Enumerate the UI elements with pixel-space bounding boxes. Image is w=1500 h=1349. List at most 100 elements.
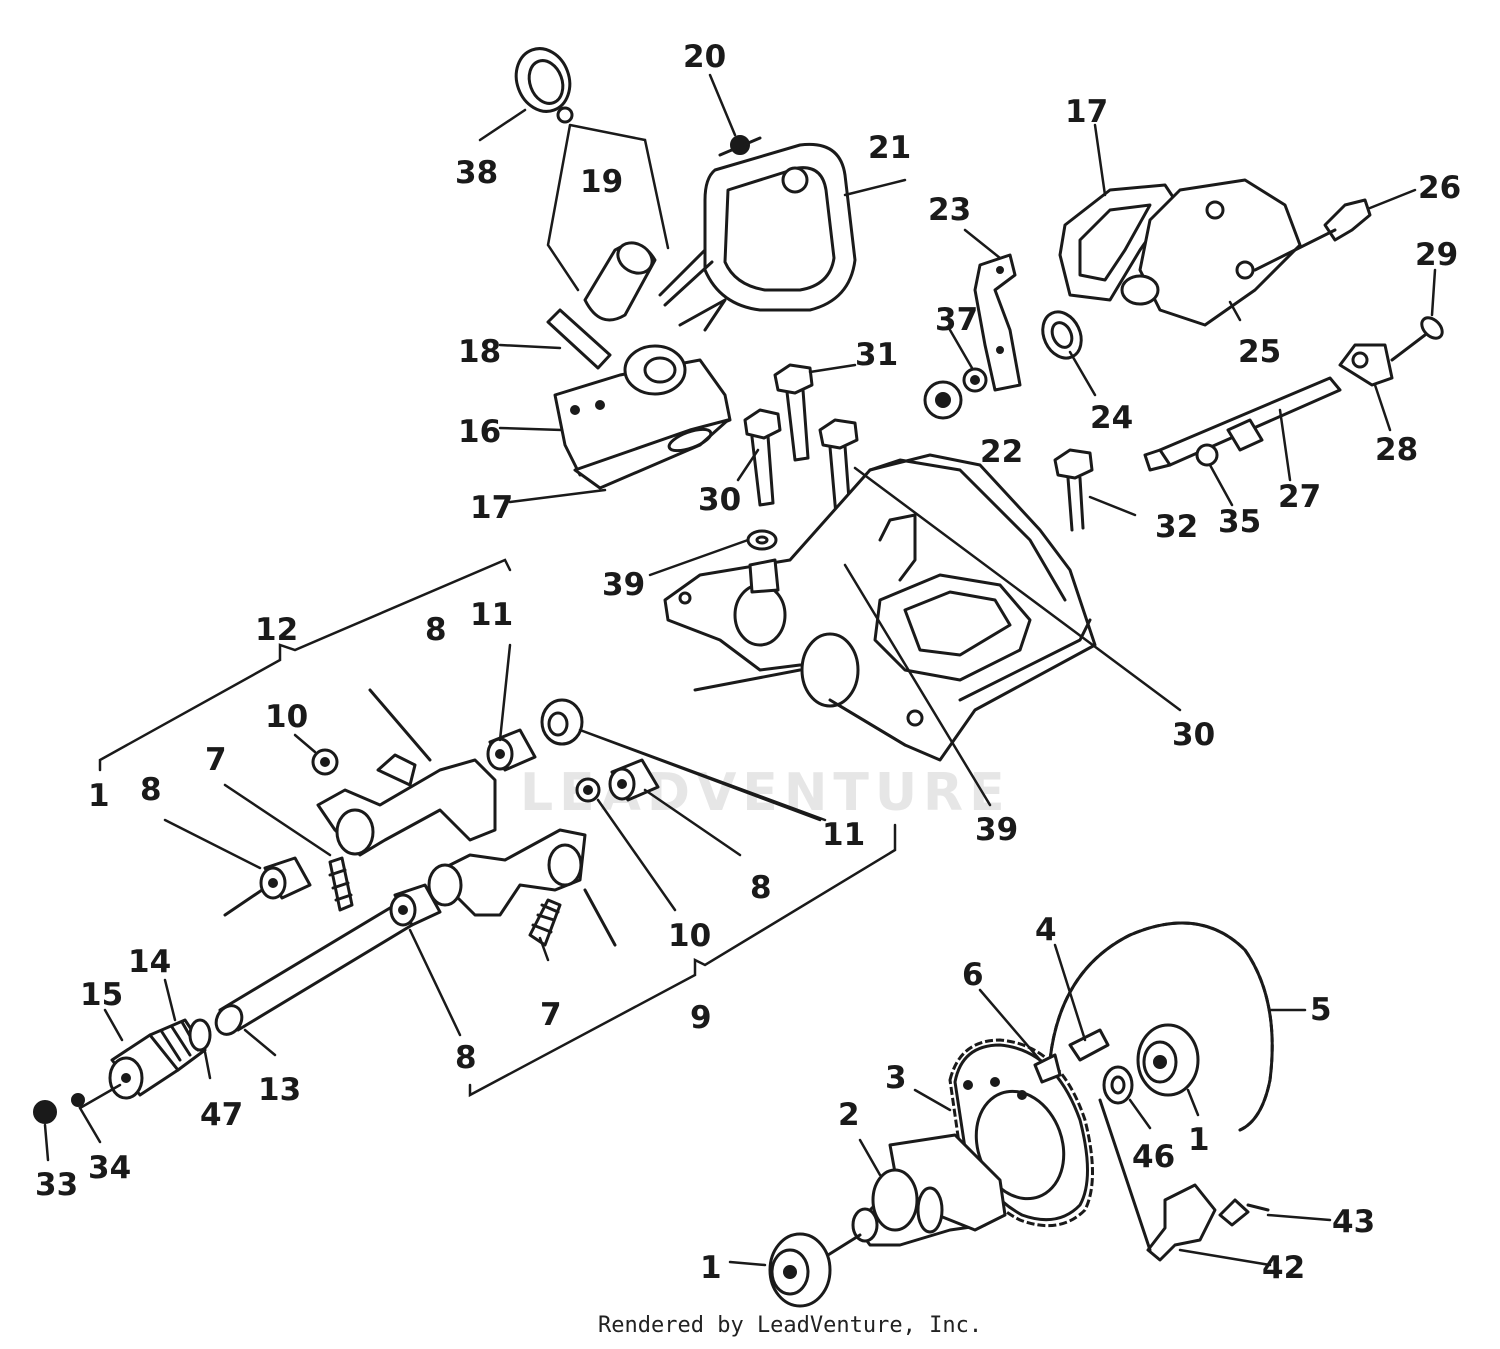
callout-4: 4 [1035, 912, 1057, 948]
part-13-rocker-shaft [214, 903, 414, 1036]
callout-32: 32 [1155, 509, 1198, 545]
part-20-screw [718, 135, 762, 157]
part-39-washer-a [746, 529, 778, 551]
callout-27: 27 [1278, 479, 1321, 515]
callout-14: 14 [128, 944, 171, 980]
callout-35: 35 [1218, 504, 1261, 540]
part-1-bearing-right [1136, 1023, 1200, 1097]
callout-46: 46 [1132, 1139, 1175, 1175]
callout-10-bottom: 10 [668, 918, 711, 954]
part-34-washer [71, 1093, 85, 1107]
callout-33: 33 [35, 1167, 78, 1203]
callout-30-left: 30 [698, 482, 741, 518]
callout-21: 21 [868, 130, 911, 166]
part-21-breather-cover [658, 142, 857, 332]
part-47-washer [188, 1018, 212, 1052]
callout-15: 15 [80, 977, 123, 1013]
footer-credit: Rendered by LeadVenture, Inc. [598, 1313, 982, 1338]
callout-24: 24 [1090, 400, 1133, 436]
callout-22: 22 [980, 434, 1023, 470]
callout-1-bottom: 1 [700, 1250, 722, 1286]
part-17-gasket-left [573, 418, 730, 490]
callout-1-left: 1 [88, 778, 110, 814]
part-33-nut [33, 1100, 57, 1124]
callout-17-left: 17 [470, 490, 513, 526]
callout-31: 31 [855, 337, 898, 373]
callout-12: 12 [255, 612, 298, 648]
part-30-bolt-a [743, 408, 782, 507]
part-29-nut [1420, 316, 1444, 340]
callout-10-top: 10 [265, 699, 308, 735]
callout-8-bottom: 8 [455, 1040, 477, 1076]
callout-39-right: 39 [975, 812, 1018, 848]
part-8-spacer-a [223, 856, 312, 917]
callout-38: 38 [455, 155, 498, 191]
cylinder-head-housing [663, 453, 1097, 762]
callout-5: 5 [1310, 992, 1332, 1028]
callout-8-right: 8 [750, 870, 772, 906]
part-26-screw [1253, 198, 1372, 272]
part-31-bolt [773, 363, 814, 462]
part-35-washer [1195, 443, 1219, 467]
leader-lines [43, 73, 1437, 1267]
callout-37: 37 [935, 302, 978, 338]
part-7-adjuster-b [528, 898, 562, 947]
part-10-nut-a [311, 748, 339, 776]
callout-1-right: 1 [1188, 1122, 1210, 1158]
part-27-shaft [1143, 376, 1342, 472]
part-1-bearing-bottom [768, 1232, 862, 1308]
callout-25: 25 [1238, 334, 1281, 370]
part-32-bolt [1053, 448, 1094, 532]
part-43-spring [1218, 1198, 1270, 1227]
part-42-decompressor [1098, 1098, 1217, 1262]
callout-19: 19 [580, 164, 623, 200]
callout-26: 26 [1418, 170, 1461, 206]
callout-13: 13 [258, 1072, 301, 1108]
watermark: LEADVENTURE [520, 763, 1011, 823]
part-10-nut-b [575, 777, 601, 803]
callout-28: 28 [1375, 432, 1418, 468]
callout-18: 18 [458, 334, 501, 370]
callout-2: 2 [838, 1097, 860, 1133]
callout-11-top: 11 [470, 597, 513, 633]
callout-3: 3 [885, 1060, 907, 1096]
callout-17-right: 17 [1065, 94, 1108, 130]
callout-16: 16 [458, 414, 501, 450]
part-6-key [1033, 1053, 1062, 1084]
callout-34: 34 [88, 1150, 131, 1186]
part-8-spacer-b [389, 883, 442, 927]
part-4-pin [1068, 1028, 1110, 1062]
callout-7-bottom: 7 [540, 997, 562, 1033]
callout-7-top: 7 [205, 742, 227, 778]
callout-39-left: 39 [602, 567, 645, 603]
part-23-bracket [973, 253, 1022, 392]
part-5-timing-chain [1048, 921, 1274, 1132]
part-18-pin [546, 308, 612, 370]
part-46-washer [1102, 1065, 1134, 1105]
bracket-9 [468, 823, 897, 1098]
callout-11-right: 11 [822, 817, 865, 853]
part-38-clamp [514, 47, 574, 124]
callout-8-left: 8 [140, 772, 162, 808]
part-19-sleeve [583, 241, 657, 322]
bracket-12 [98, 558, 512, 772]
callout-8-top: 8 [425, 612, 447, 648]
callout-23: 23 [928, 192, 971, 228]
callout-42: 42 [1262, 1250, 1305, 1286]
part-22-nut [923, 380, 963, 420]
part-25-cover [1120, 178, 1302, 327]
part-rocker-arm-upper [316, 688, 497, 857]
part-28-lever [1338, 333, 1427, 387]
part-17-gasket-right [1058, 183, 1177, 302]
callout-30-right: 30 [1172, 717, 1215, 753]
callout-20: 20 [683, 39, 726, 75]
part-2-camshaft [851, 1133, 1007, 1247]
callout-29: 29 [1415, 237, 1458, 273]
callout-6: 6 [962, 957, 984, 993]
callout-43: 43 [1332, 1204, 1375, 1240]
part-37-washer [962, 367, 988, 393]
part-16-breather-body [553, 344, 732, 477]
callout-47: 47 [200, 1097, 243, 1133]
part-11-bushing [540, 698, 584, 746]
